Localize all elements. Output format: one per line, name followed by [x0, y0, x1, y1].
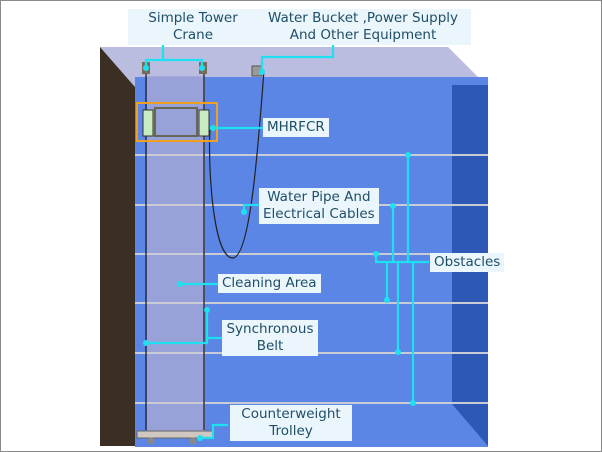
label-tower-crane: Simple Tower Crane — [128, 9, 258, 45]
robot-box — [136, 102, 218, 142]
label-obstacles: Obstacles — [430, 253, 505, 272]
leader-dots — [143, 65, 416, 441]
water-pipe — [208, 69, 265, 259]
label-robot: MHRFCR — [263, 118, 329, 137]
label-cleaning-area: Cleaning Area — [218, 274, 321, 293]
label-synchronous-belt: Synchronous Belt — [222, 320, 318, 356]
leader-lines — [144, 44, 429, 440]
label-equipment: Water Bucket ,Power Supply And Other Equ… — [255, 9, 471, 45]
label-water-pipe: Water Pipe And Electrical Cables — [259, 188, 379, 224]
side-wall — [100, 47, 135, 446]
label-counterweight-trolley: Counterweight Trolley — [230, 405, 352, 441]
